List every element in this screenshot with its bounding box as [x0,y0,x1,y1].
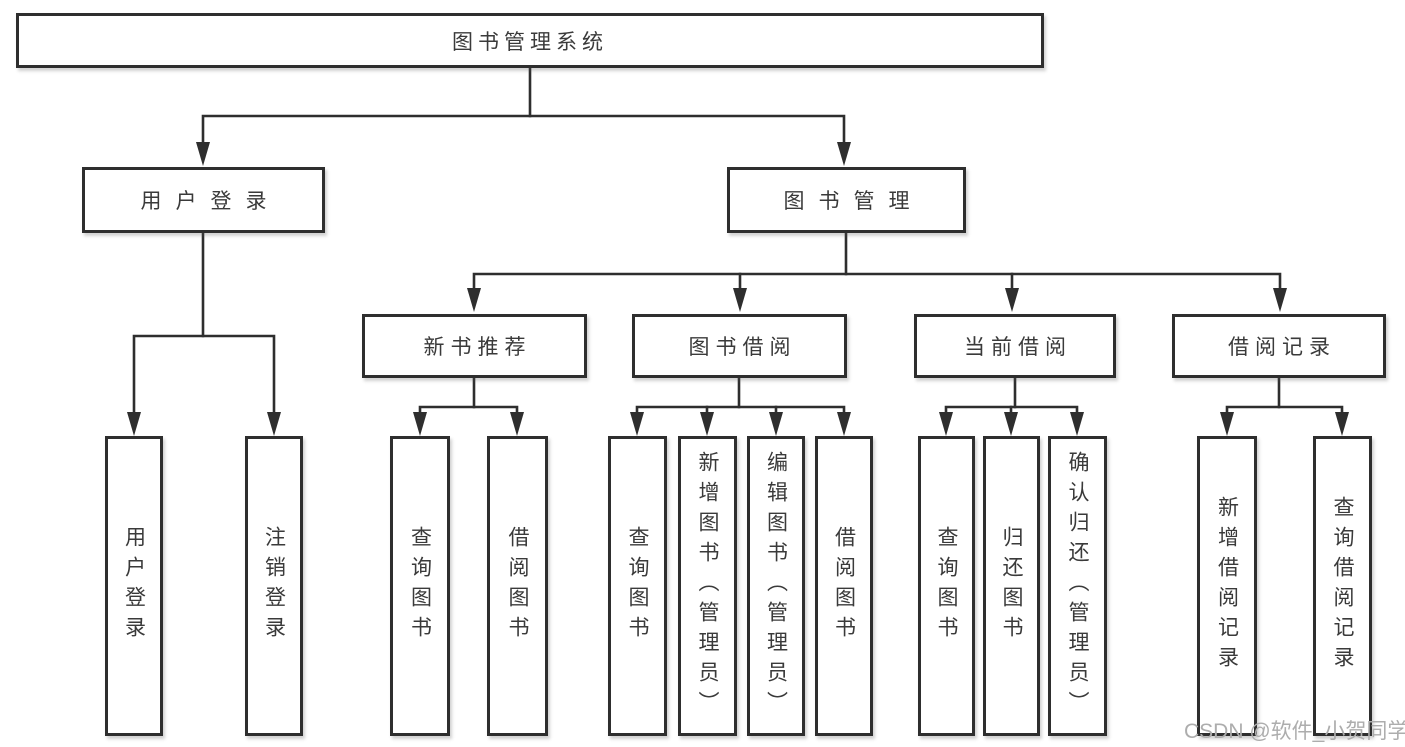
node-label: 用户登录 [140,190,281,213]
node-label: 图书管理 [783,190,924,213]
leaf-query-books-recommend: 查询图书 [390,436,450,736]
node-label: 查询借阅记录 [1331,496,1354,676]
current-borrow-split-bar [944,405,1079,414]
node-label: 当前借阅 [964,336,1072,359]
leaf-borrow-books: 借阅图书 [815,436,873,736]
arrowhead-to-book-management [837,142,851,166]
node-label: 确认归还（管理员） [1066,451,1089,721]
node-label: 查询图书 [935,526,958,646]
node-label: 新增借阅记录 [1215,496,1239,676]
leaf-borrow-books-recommend: 借阅图书 [487,436,548,736]
node-label: 新书推荐 [423,336,532,359]
node-current-borrowing: 当前借阅 [914,314,1116,378]
node-label: 借阅图书 [832,526,856,646]
node-label: 新增图书（管理员） [696,451,719,721]
leaf-return-book: 归还图书 [983,436,1040,736]
node-user-login: 用户登录 [82,167,325,233]
node-label: 图书借阅 [688,336,797,359]
leaf-edit-book-admin: 编辑图书（管理员） [747,436,805,736]
node-label: 用户登录 [122,526,146,646]
leaf-query-books-current: 查询图书 [918,436,975,736]
node-label: 图书管理系统 [452,30,608,54]
book-management-split-bar [472,272,1282,290]
node-new-book-recommend: 新书推荐 [362,314,587,378]
leaf-confirm-return-admin: 确认归还（管理员） [1048,436,1107,736]
node-label: 查询图书 [626,526,649,646]
root-split-bar [201,114,846,144]
arrowhead-to-user-login [196,142,210,166]
node-label: 注销登录 [262,526,286,646]
new-book-split-bar [418,405,519,414]
user-login-split-bar [132,334,276,414]
borrow-record-split-bar [1225,405,1344,414]
leaf-logout: 注销登录 [245,436,303,736]
node-label: 借阅记录 [1228,336,1336,359]
leaf-user-login: 用户登录 [105,436,163,736]
leaf-query-books-borrow: 查询图书 [608,436,667,736]
node-borrowing-records: 借阅记录 [1172,314,1386,378]
node-label: 编辑图书（管理员） [764,451,788,721]
node-library-management-system: 图书管理系统 [16,13,1044,68]
node-label: 借阅图书 [506,526,529,646]
csdn-watermark: CSDN @软件_小贺同学 [1184,720,1405,743]
node-book-borrowing: 图书借阅 [632,314,847,378]
leaf-add-book-admin: 新增图书（管理员） [678,436,737,736]
leaf-add-borrow-record: 新增借阅记录 [1197,436,1257,736]
node-label: 查询图书 [408,526,432,646]
book-borrow-split-bar [635,405,846,414]
node-book-management: 图书管理 [727,167,966,233]
node-label: 归还图书 [1000,526,1023,646]
leaf-query-borrow-record: 查询借阅记录 [1313,436,1372,736]
